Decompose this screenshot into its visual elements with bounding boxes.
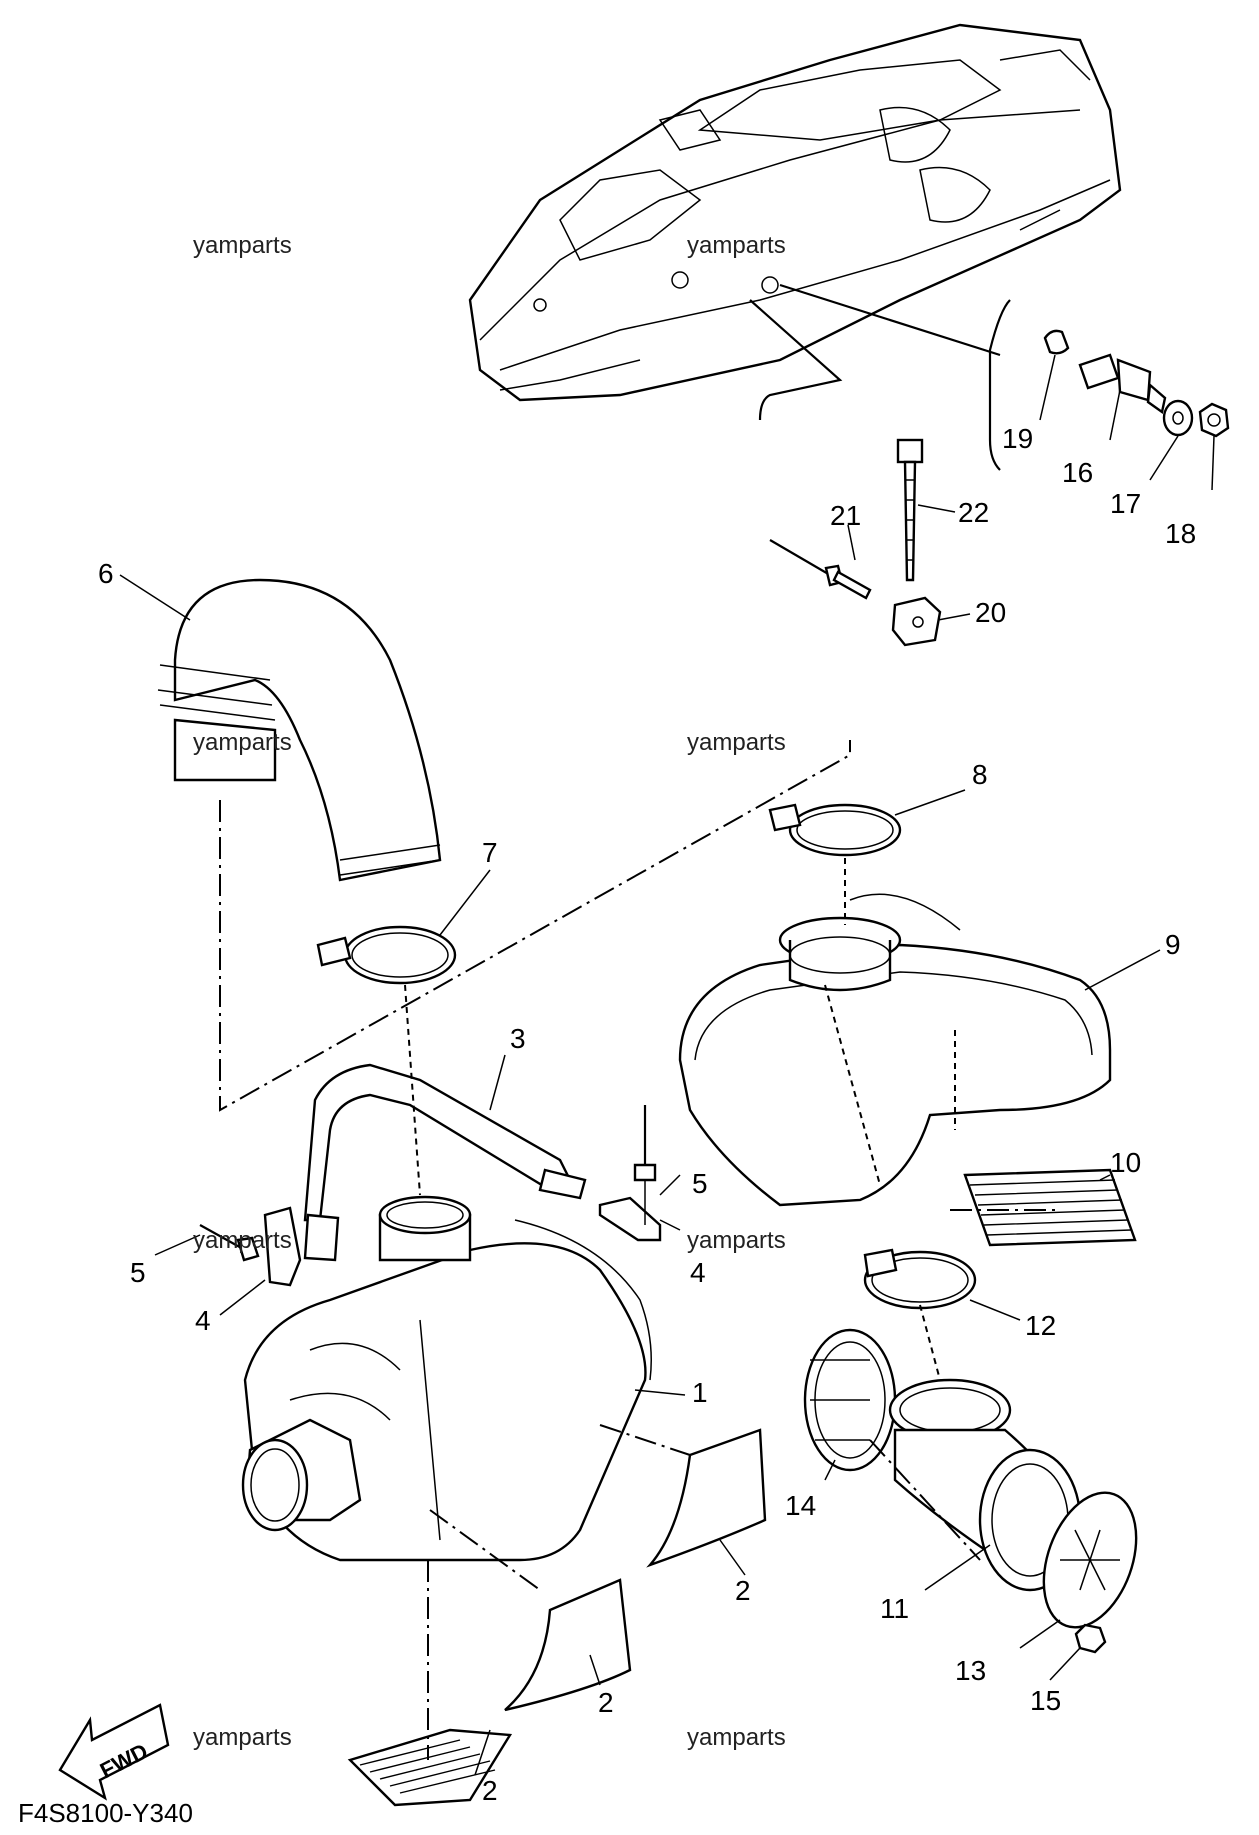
- callout-2-center: 2: [598, 1687, 614, 1718]
- callout-5-right: 5: [692, 1168, 708, 1199]
- callout-1: 1: [692, 1377, 708, 1408]
- callout-7: 7: [482, 837, 498, 868]
- part-9-air-box: [678, 893, 1112, 1207]
- callout-11: 11: [880, 1593, 909, 1624]
- callout-5-left: 5: [130, 1257, 146, 1288]
- part-10-filter-pad: [963, 1168, 1137, 1247]
- part-3-strap: [303, 1063, 587, 1262]
- callout-6: 6: [98, 558, 114, 589]
- watermark: yamparts: [687, 729, 786, 756]
- part-2-shield-right: [646, 1428, 767, 1568]
- part-16-valve: [1078, 353, 1167, 415]
- callout-4-left: 4: [195, 1305, 211, 1336]
- diagram-code: F4S8100-Y340: [18, 1798, 193, 1828]
- watermark: yamparts: [687, 1724, 786, 1751]
- callout-13: 13: [955, 1655, 986, 1686]
- callout-2-bottom: 2: [482, 1775, 498, 1806]
- part-4-bracket-left: [263, 1206, 302, 1287]
- watermark: yamparts: [193, 1724, 292, 1751]
- callout-15: 15: [1030, 1685, 1061, 1716]
- part-2-mat-bottom: [347, 1728, 513, 1807]
- part-5-rivet-right: [633, 1105, 657, 1225]
- fwd-arrow-icon: FWD: [58, 1703, 170, 1801]
- callout-8: 8: [972, 759, 988, 790]
- part-15-nut: [1074, 1623, 1107, 1654]
- part-2-shield-center: [504, 1578, 632, 1712]
- part-14-retainer-ring: [803, 1328, 897, 1472]
- callout-20: 20: [975, 597, 1006, 628]
- callout-12: 12: [1025, 1310, 1056, 1341]
- part-17-washer: [1162, 399, 1194, 437]
- part-20-clamp: [891, 596, 942, 647]
- callout-2-right: 2: [735, 1575, 751, 1606]
- part-1-chamber: [241, 1195, 652, 1562]
- part-4-bracket-right: [598, 1196, 662, 1242]
- watermark: yamparts: [193, 729, 292, 756]
- callout-18: 18: [1165, 518, 1196, 549]
- part-7-hose-clamp: [316, 925, 457, 985]
- callout-17: 17: [1110, 488, 1141, 519]
- part-22-cable-tie: [896, 438, 924, 582]
- watercraft-illustration: [468, 23, 1122, 402]
- part-6-intake-elbow: [157, 578, 442, 882]
- callout-14: 14: [785, 1490, 816, 1521]
- watermark: yamparts: [687, 1227, 786, 1254]
- part-12-hose-clamp: [863, 1248, 977, 1310]
- watermark: yamparts: [193, 1227, 292, 1254]
- callout-10: 10: [1110, 1147, 1141, 1178]
- part-18-nut: [1198, 402, 1230, 438]
- callout-21: 21: [830, 500, 861, 531]
- part-19-clip: [1043, 329, 1070, 355]
- watermark: yamparts: [687, 232, 786, 259]
- callout-9: 9: [1165, 929, 1181, 960]
- part-13-gasket: [1042, 1491, 1138, 1629]
- callout-22: 22: [958, 497, 989, 528]
- callout-3: 3: [510, 1023, 526, 1054]
- watermark: yamparts: [193, 232, 292, 259]
- part-5-rivet-left: [199, 1224, 260, 1262]
- part-21-rivet: [769, 539, 872, 600]
- callout-16: 16: [1062, 457, 1093, 488]
- part-8-hose-clamp: [768, 803, 902, 857]
- callout-19: 19: [1002, 423, 1033, 454]
- callout-4-right: 4: [690, 1257, 706, 1288]
